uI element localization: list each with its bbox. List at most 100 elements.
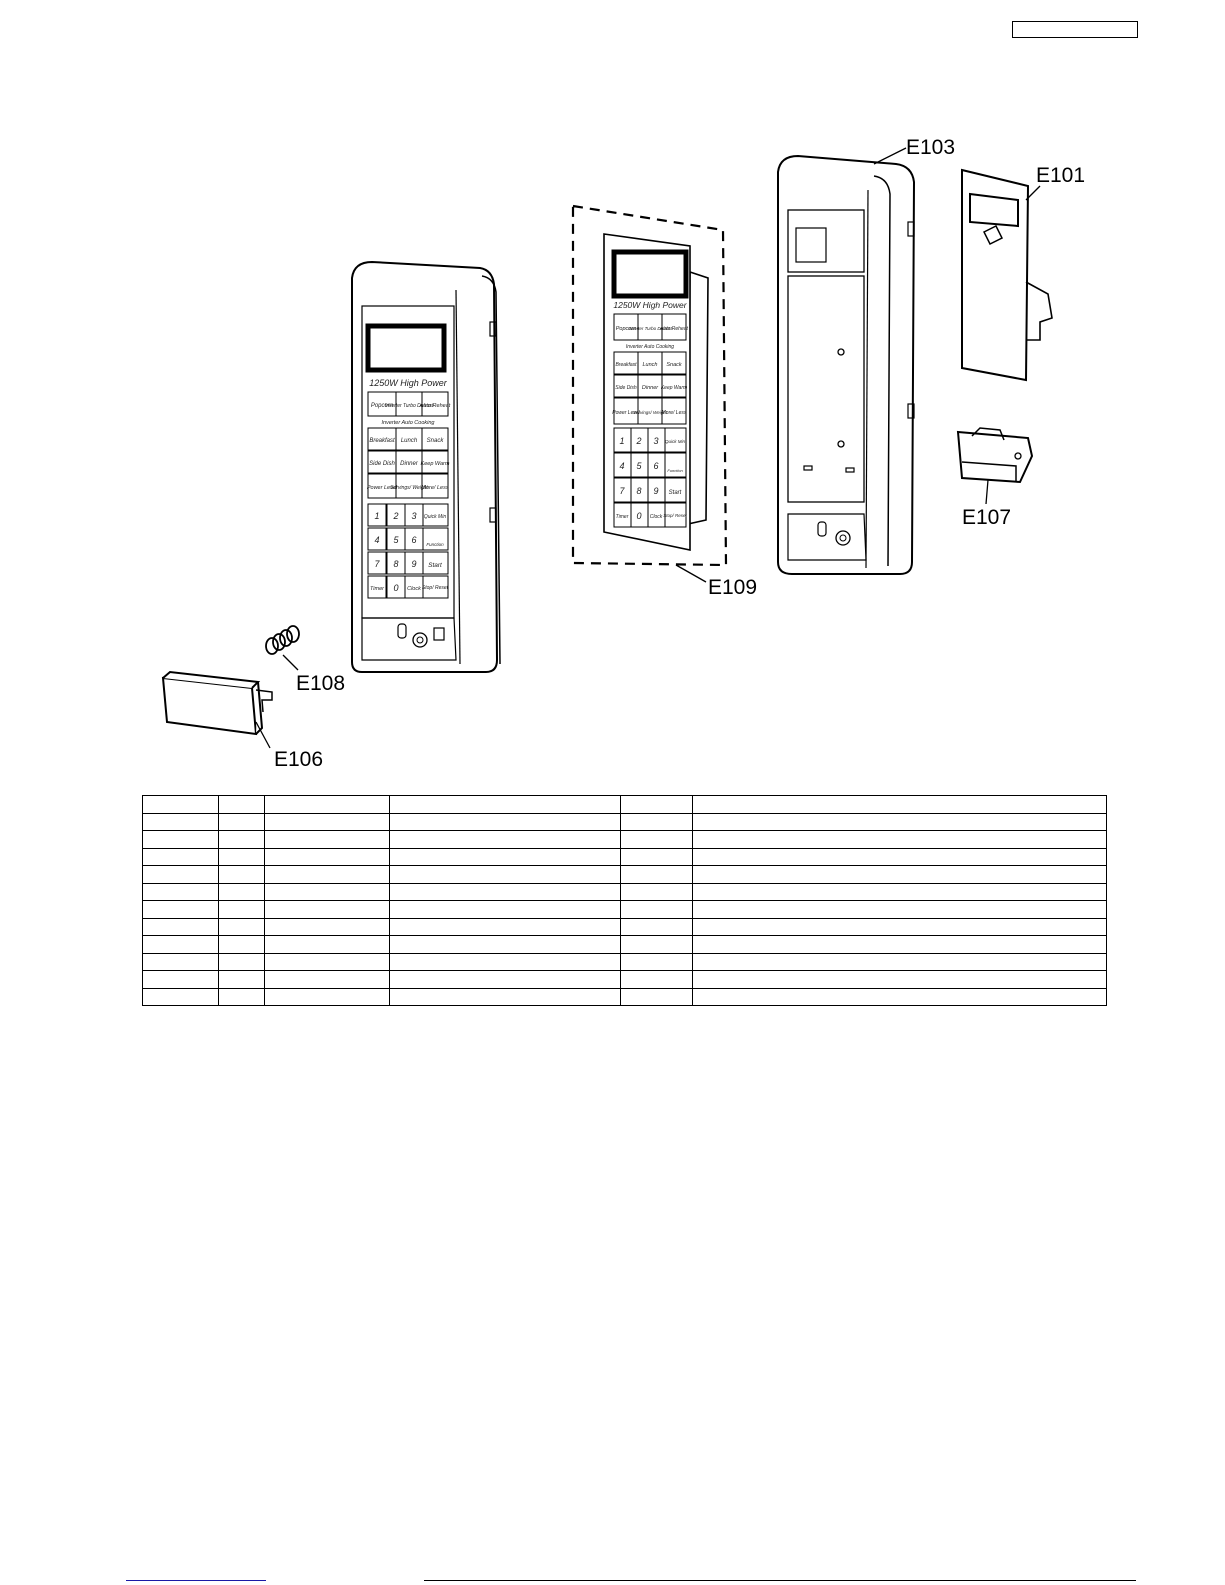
table-cell	[218, 917, 265, 936]
key-4: 4	[374, 535, 379, 545]
callout-e109: E109	[708, 576, 757, 599]
key-reheat: Auto Reheat	[419, 403, 451, 409]
table-row	[142, 970, 1107, 989]
table-cell	[264, 952, 390, 971]
table-cell	[142, 970, 219, 989]
sheet-key-0: 0	[636, 511, 641, 521]
latch-part	[956, 427, 1034, 484]
sheet-key-2: 2	[635, 436, 641, 446]
control-panel-frame	[777, 154, 916, 575]
callout-e103: E103	[906, 136, 955, 159]
sheet-key-reheat: Auto Reheat	[659, 326, 688, 332]
circuit-board-part	[961, 168, 1053, 382]
sheet-key-stop-reset: Stop/ Reset	[663, 513, 687, 518]
table-cell	[389, 917, 621, 936]
table-row	[142, 952, 1107, 971]
table-cell	[620, 952, 693, 971]
footer-rule	[424, 1580, 1136, 1581]
key-0: 0	[393, 583, 398, 593]
table-cell	[218, 830, 265, 849]
key-9: 9	[411, 559, 416, 569]
key-dinner: Dinner	[400, 461, 419, 467]
sheet-key-quick-min: Quick Min	[665, 439, 686, 444]
table-row	[142, 900, 1107, 919]
sheet-key-8: 8	[636, 486, 641, 496]
door-button-part	[161, 670, 273, 736]
table-cell	[692, 882, 1107, 901]
leader-e108	[282, 654, 299, 671]
key-2: 2	[392, 511, 398, 521]
table-cell	[620, 847, 693, 866]
table-cell	[264, 847, 390, 866]
leader-e109	[675, 564, 707, 583]
key-lunch: Lunch	[401, 438, 418, 444]
table-cell	[692, 935, 1107, 954]
table-cell	[264, 812, 390, 831]
table-cell	[389, 830, 621, 849]
sheet-key-6: 6	[653, 461, 658, 471]
table-cell	[692, 952, 1107, 971]
table-cell	[692, 917, 1107, 936]
table-cell	[142, 847, 219, 866]
table-cell	[218, 812, 265, 831]
key-servings: Servings/ Weight	[390, 485, 428, 491]
table-cell	[620, 830, 693, 849]
callout-e107: E107	[962, 506, 1011, 529]
key-side-dish: Side Dish	[369, 461, 395, 467]
key-timer: Timer	[370, 586, 385, 592]
table-cell	[264, 917, 390, 936]
table-cell	[218, 970, 265, 989]
table-cell	[620, 795, 693, 814]
table-row	[142, 987, 1107, 1006]
exploded-parts-diagram: 1250W High Power Popcorn Inverter Turbo …	[161, 136, 1085, 771]
table-cell	[389, 865, 621, 884]
table-cell	[218, 795, 265, 814]
table-cell	[142, 882, 219, 901]
table-cell	[142, 865, 219, 884]
section-label: Inverter Auto Cooking	[382, 420, 436, 426]
footer-link-underline	[126, 1580, 266, 1581]
table-cell	[264, 795, 390, 814]
table-row	[142, 795, 1107, 814]
key-8: 8	[393, 559, 398, 569]
sheet-key-3: 3	[653, 436, 658, 446]
sheet-key-7: 7	[619, 486, 625, 496]
table-cell	[218, 847, 265, 866]
table-cell	[389, 987, 621, 1006]
sheet-key-clock: Clock	[650, 514, 663, 520]
key-keep-warm: Keep Warm	[421, 461, 450, 467]
key-sheet-labels: 1250W High Power Popcorn Inverter Turbo …	[612, 300, 688, 521]
table-cell	[264, 935, 390, 954]
table-cell	[264, 987, 390, 1006]
sheet-key-4: 4	[619, 461, 624, 471]
header-reference-box	[1012, 21, 1138, 38]
table-cell	[692, 795, 1107, 814]
table-cell	[620, 987, 693, 1006]
table-cell	[692, 900, 1107, 919]
sheet-key-keep-warm: Keep Warm	[661, 385, 687, 391]
sheet-key-9: 9	[653, 486, 658, 496]
table-cell	[218, 935, 265, 954]
key-sheet	[603, 233, 709, 551]
leader-e107	[985, 479, 989, 505]
table-cell	[389, 812, 621, 831]
table-cell	[692, 987, 1107, 1006]
callout-e101: E101	[1036, 164, 1085, 187]
table-cell	[620, 900, 693, 919]
table-cell	[692, 970, 1107, 989]
table-cell	[692, 830, 1107, 849]
key-3: 3	[411, 511, 416, 521]
parts-table-body	[142, 795, 1107, 1006]
sheet-section-label: Inverter Auto Cooking	[626, 344, 674, 350]
key-quick-min: Quick Min	[424, 514, 446, 520]
power-label: 1250W High Power	[369, 378, 448, 388]
key-function: Function	[426, 542, 444, 547]
sheet-key-function: Function	[667, 468, 683, 473]
table-cell	[389, 847, 621, 866]
parts-list-table	[142, 795, 1107, 1006]
table-cell	[218, 987, 265, 1006]
key-snack: Snack	[427, 438, 445, 444]
sheet-key-timer: Timer	[616, 514, 629, 520]
table-cell	[218, 952, 265, 971]
sheet-key-5: 5	[636, 461, 642, 471]
